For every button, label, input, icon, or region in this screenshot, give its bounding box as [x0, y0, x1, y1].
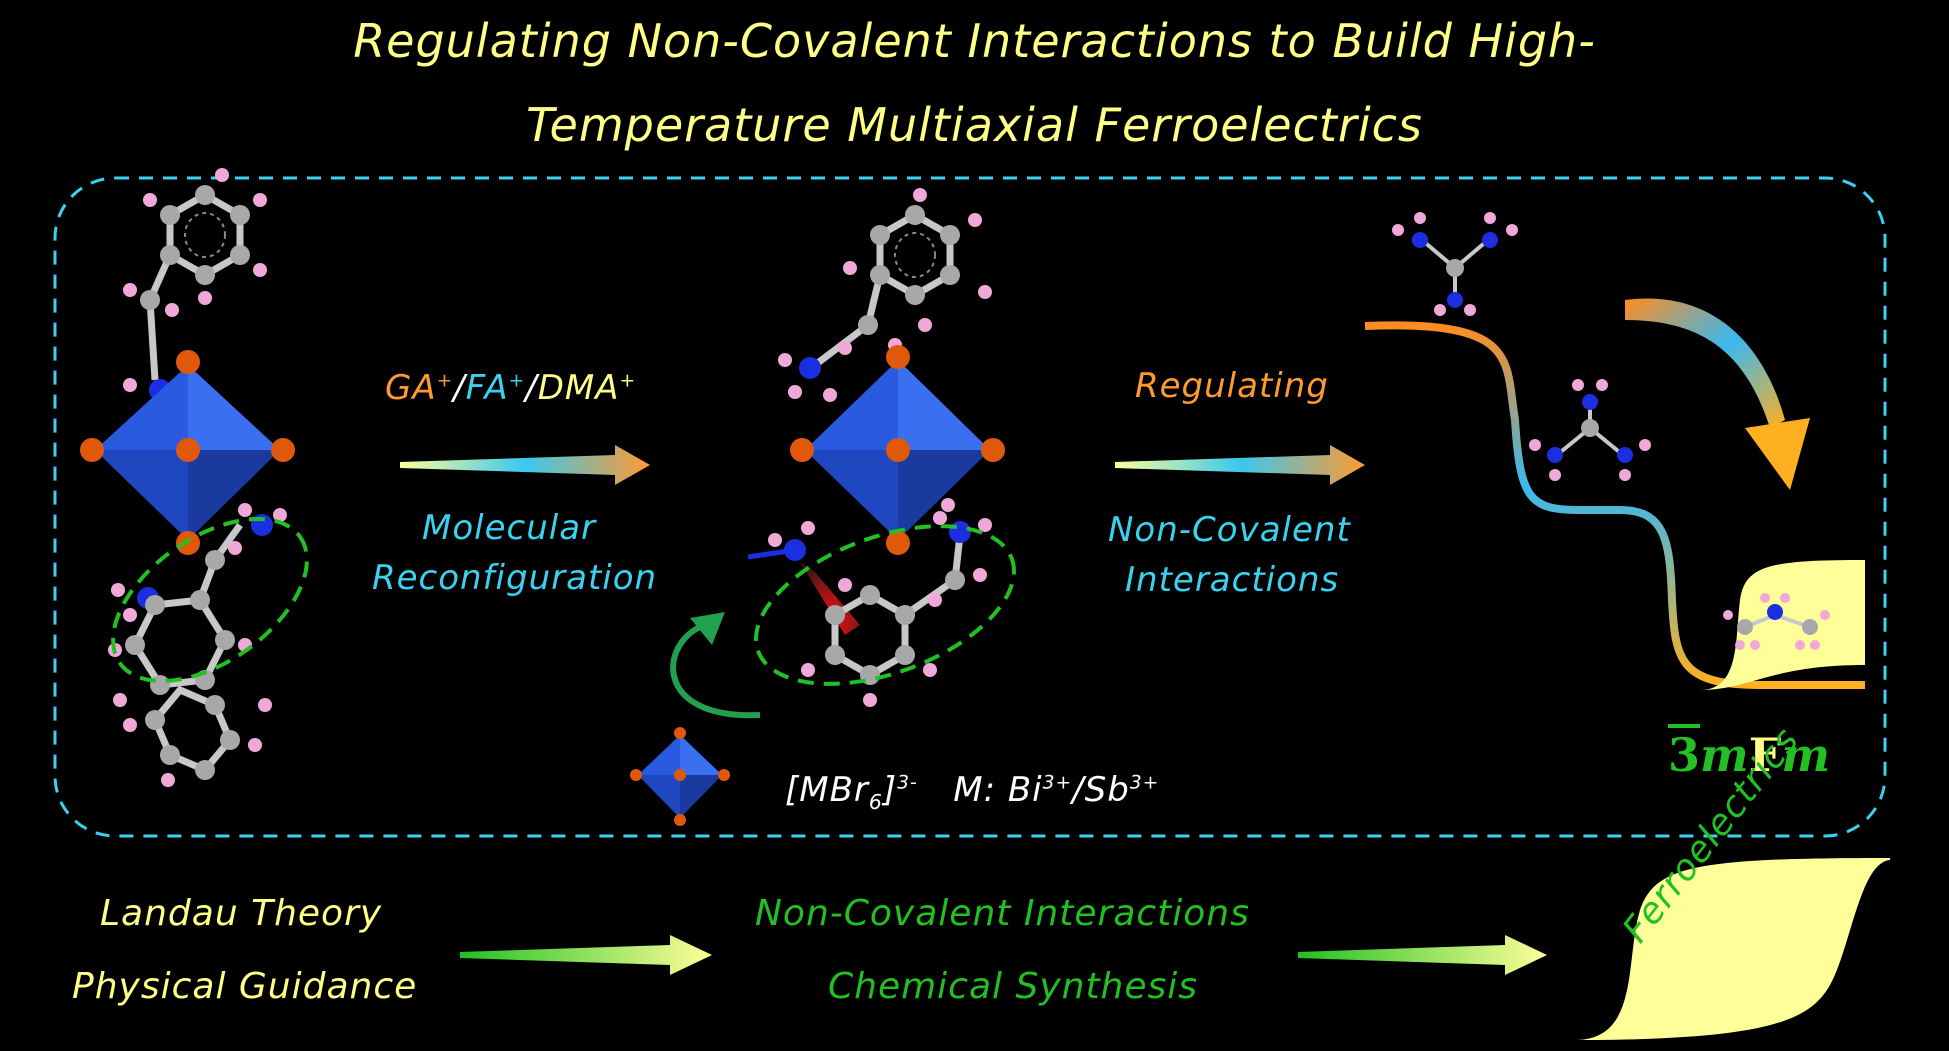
ion-list: GA+/FA+/DMA+ — [385, 368, 636, 408]
middle-molecular-structure — [670, 188, 1016, 719]
metal-charge-1: 3+ — [1042, 772, 1073, 794]
title-line-2: Temperature Multiaxial Ferroelectrics — [526, 98, 1423, 152]
point-group-F: F — [1748, 728, 1782, 782]
left-molecular-structure — [80, 168, 309, 787]
title-line-1: Regulating Non-Covalent Interactions to … — [353, 14, 1596, 68]
arrow1-label-line1: Molecular — [422, 508, 597, 548]
bottom-left-line1: Landau Theory — [100, 893, 383, 934]
right-guanidinium-section — [1364, 212, 1865, 690]
bottom-left-line2: Physical Guidance — [72, 966, 418, 1007]
formula-charge: 3- — [897, 772, 918, 794]
point-group-bar: 3 — [1668, 728, 1701, 782]
arrow1-label-line2: Reconfiguration — [372, 558, 658, 598]
ion-dma-charge: + — [619, 370, 637, 392]
legend-formula: [MBr6]3- M: Bi3+/Sb3+ — [785, 770, 1159, 814]
formula-close: ] — [882, 770, 898, 810]
formula-main: [MBr — [785, 770, 869, 810]
arrow2-label-line1: Non-Covalent — [1108, 510, 1351, 550]
arrow2-top-label: Regulating — [1135, 366, 1329, 406]
ferroelectrics-hysteresis-loop — [1575, 858, 1890, 1040]
metal-prefix: M: Bi — [953, 770, 1043, 810]
dashed-frame — [53, 176, 1887, 838]
ion-fa-charge: + — [508, 370, 526, 392]
bottom-arrow-2 — [1298, 935, 1547, 975]
point-group-m1: m — [1700, 728, 1749, 782]
metal-charge-2: 3+ — [1129, 772, 1160, 794]
bottom-middle-line2: Chemical Synthesis — [828, 966, 1199, 1007]
point-group-m2: m — [1781, 728, 1831, 782]
ion-slash-1: / — [453, 368, 466, 408]
reconfiguration-arrow — [400, 445, 650, 485]
ion-slash-2: / — [525, 368, 538, 408]
bottom-middle-line1: Non-Covalent Interactions — [755, 893, 1250, 934]
legend-octahedron-icon — [630, 727, 730, 826]
regulating-arrow — [1115, 445, 1365, 485]
point-group-label: 3mFm — [1668, 728, 1830, 782]
ion-fa: FA — [465, 368, 509, 408]
arrow2-label-line2: Interactions — [1125, 560, 1340, 600]
bottom-arrow-1 — [460, 935, 712, 975]
ion-dma: DMA — [537, 368, 620, 408]
metal-mid: /Sb — [1072, 770, 1130, 810]
ion-ga: GA — [385, 368, 437, 408]
ion-ga-charge: + — [436, 370, 454, 392]
formula-sub: 6 — [868, 789, 883, 814]
